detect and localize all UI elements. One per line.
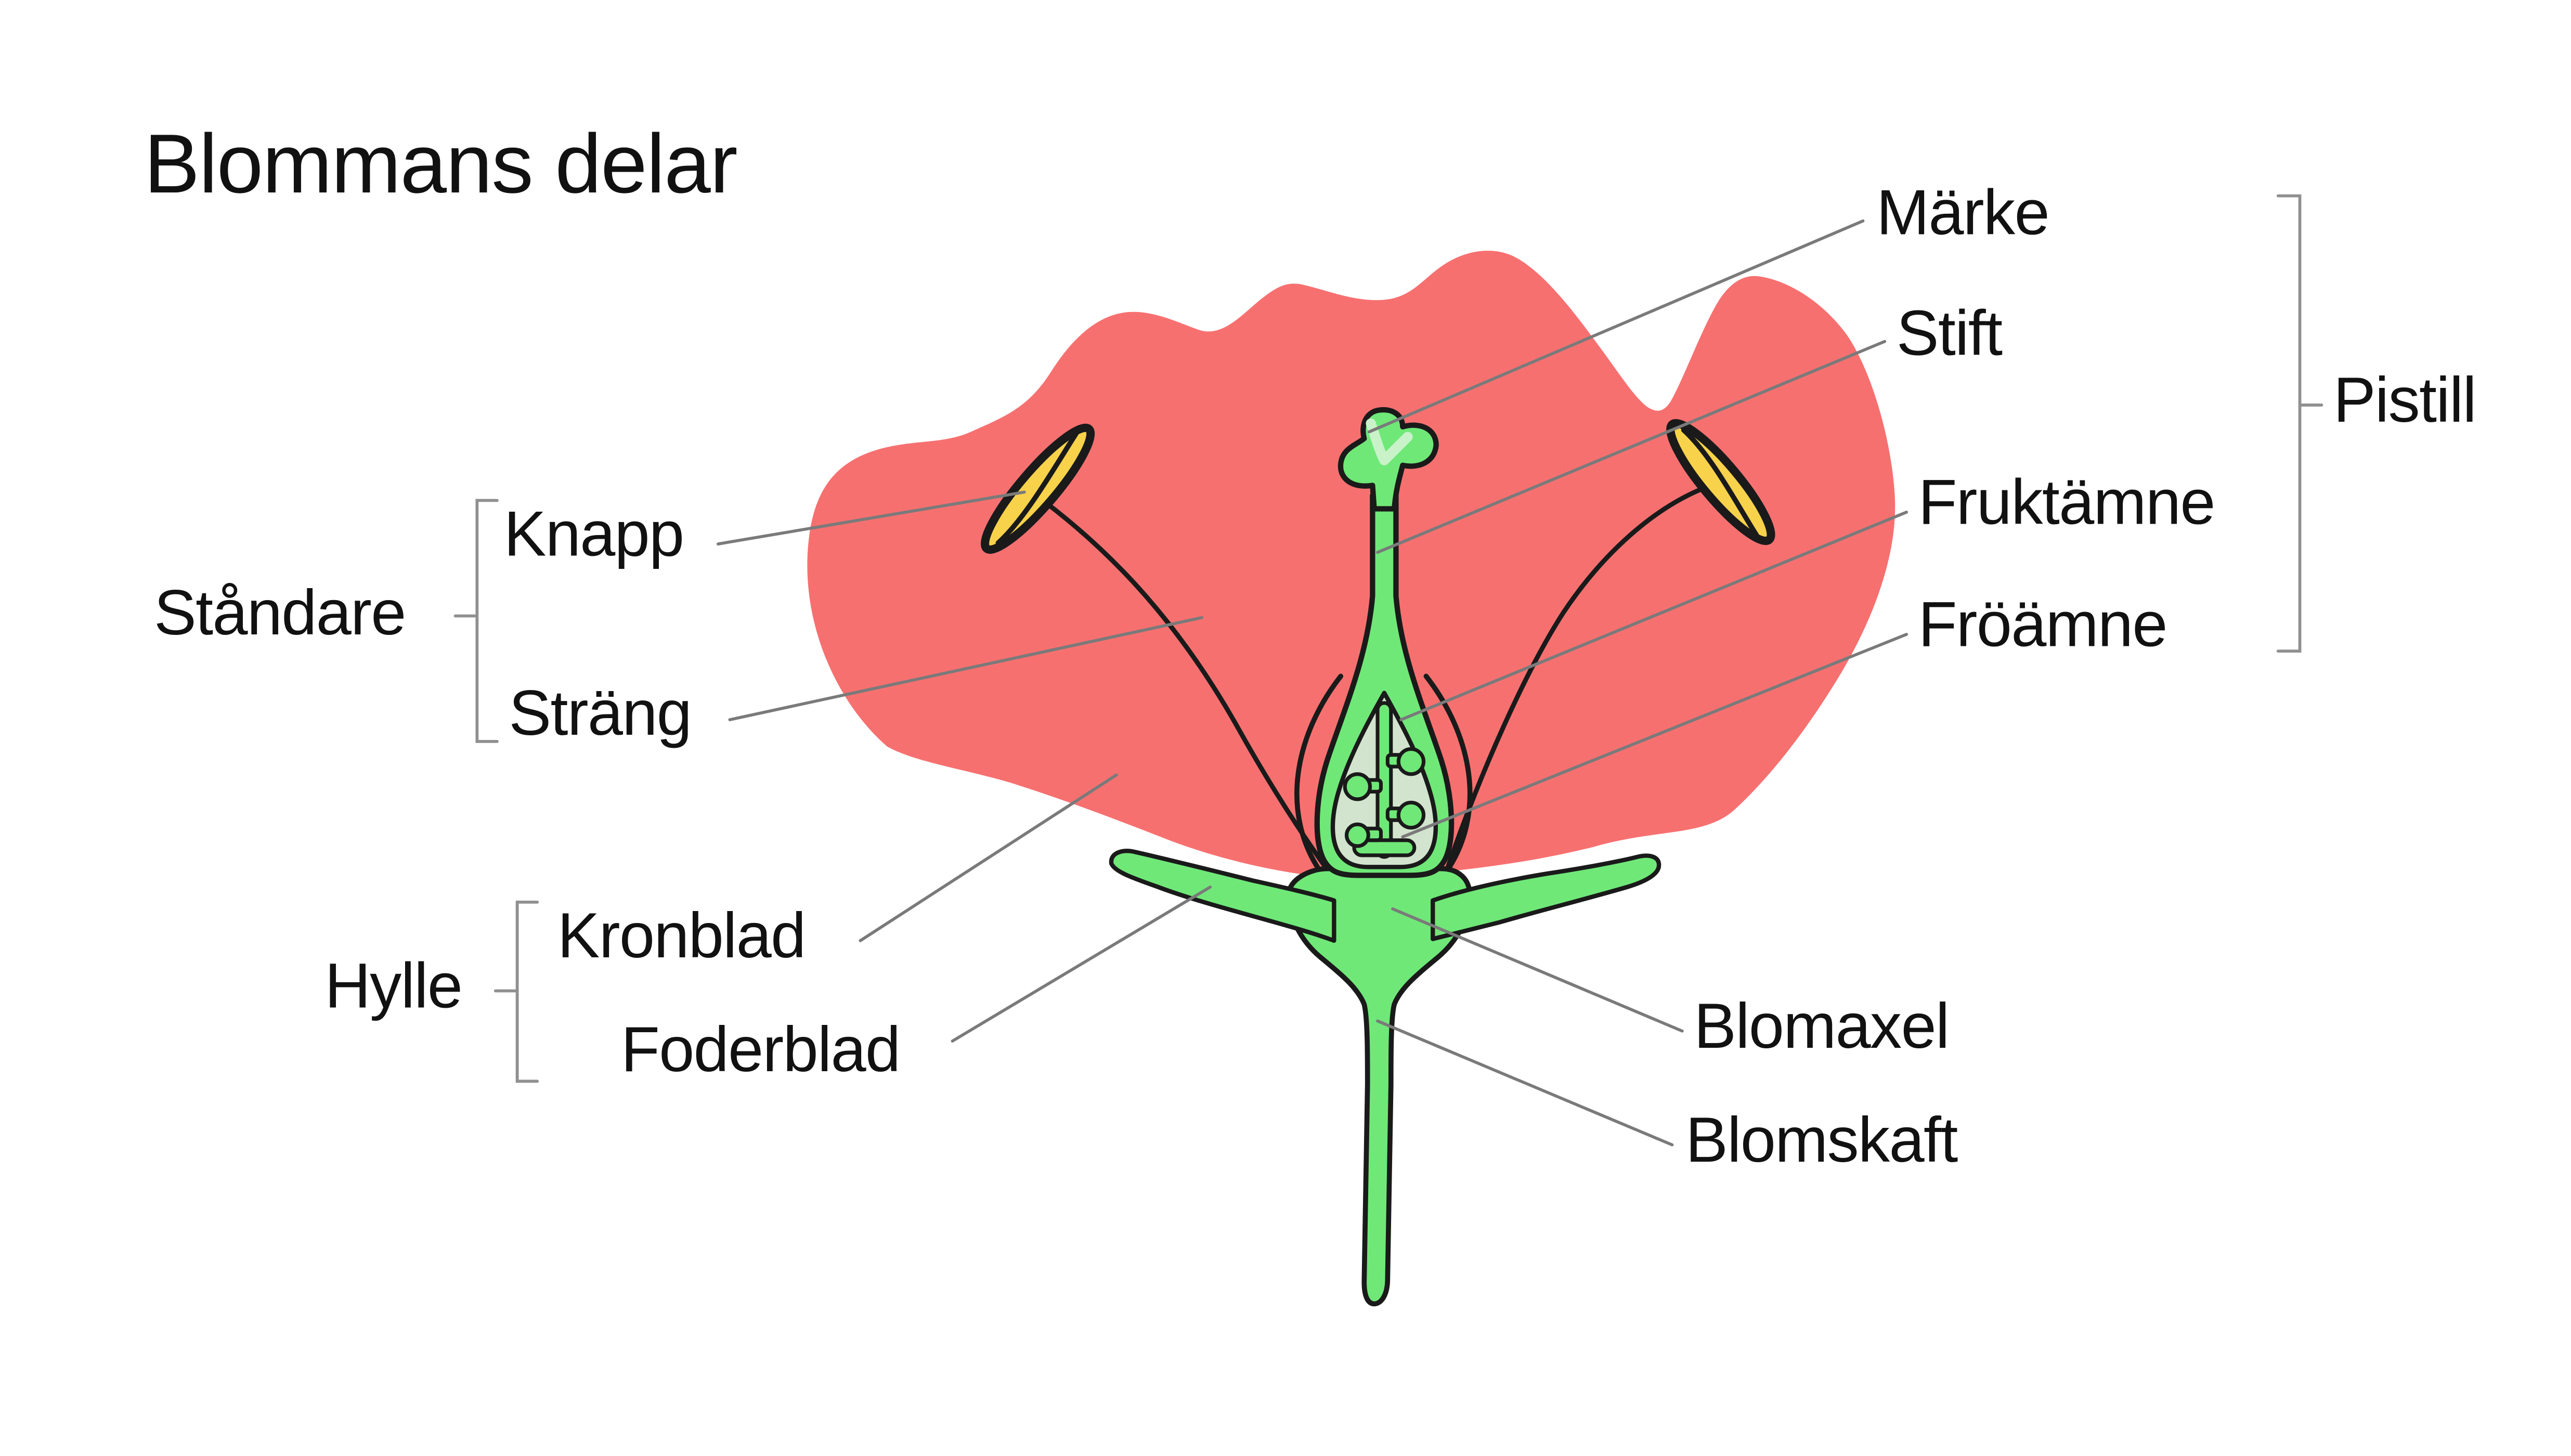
leader-froamne <box>1401 633 1908 839</box>
leader-blomaxel <box>1391 907 1684 1033</box>
label-blomaxel: Blomaxel <box>1694 992 1950 1063</box>
petal-edge-left <box>1294 673 1344 875</box>
leader-strang <box>728 616 1203 721</box>
placenta-and-ovules <box>1343 701 1426 859</box>
sepal-left <box>1109 849 1336 943</box>
label-kronblad: Kronblad <box>557 902 806 973</box>
leader-stift <box>1376 340 1887 554</box>
ovule <box>1344 822 1370 848</box>
filament-left <box>1033 493 1332 875</box>
bracket-hylle <box>494 901 539 1083</box>
label-hylle: Hylle <box>324 952 462 1023</box>
leader-marke <box>1368 219 1865 434</box>
leader-foderblad <box>951 886 1212 1043</box>
leader-lines <box>716 219 1908 1147</box>
sepal-right <box>1431 853 1661 941</box>
label-blomskaft: Blomskaft <box>1685 1106 1958 1177</box>
corolla-petals <box>807 251 1895 877</box>
filament-right <box>1444 486 1705 875</box>
page-title: Blommans delar <box>144 117 738 211</box>
label-fruktamne: Fruktämne <box>1918 469 2216 539</box>
leader-kronblad <box>859 773 1118 942</box>
label-standare: Ståndare <box>154 579 406 649</box>
label-strang: Sträng <box>509 679 692 750</box>
label-stift: Stift <box>1896 300 2003 370</box>
brackets <box>453 194 2323 1083</box>
ovule <box>1396 747 1426 776</box>
label-marke: Märke <box>1876 179 2049 250</box>
label-foderblad: Foderblad <box>621 1016 901 1086</box>
stigma-highlight <box>1366 418 1413 465</box>
bracket-standare <box>453 499 499 743</box>
label-knapp: Knapp <box>503 500 684 571</box>
label-froamne: Fröämne <box>1918 591 2168 661</box>
bracket-pistill <box>2276 194 2323 653</box>
ovule <box>1343 772 1372 801</box>
leader-blomskaft <box>1376 1019 1674 1147</box>
label-pistill: Pistill <box>2333 366 2477 437</box>
leader-knapp <box>716 490 1026 545</box>
leader-fruktamne <box>1399 511 1908 721</box>
ovule <box>1396 800 1426 830</box>
anther-left <box>981 423 1095 554</box>
anther-right <box>1666 419 1775 545</box>
receptacle-and-stem <box>1286 866 1472 1307</box>
